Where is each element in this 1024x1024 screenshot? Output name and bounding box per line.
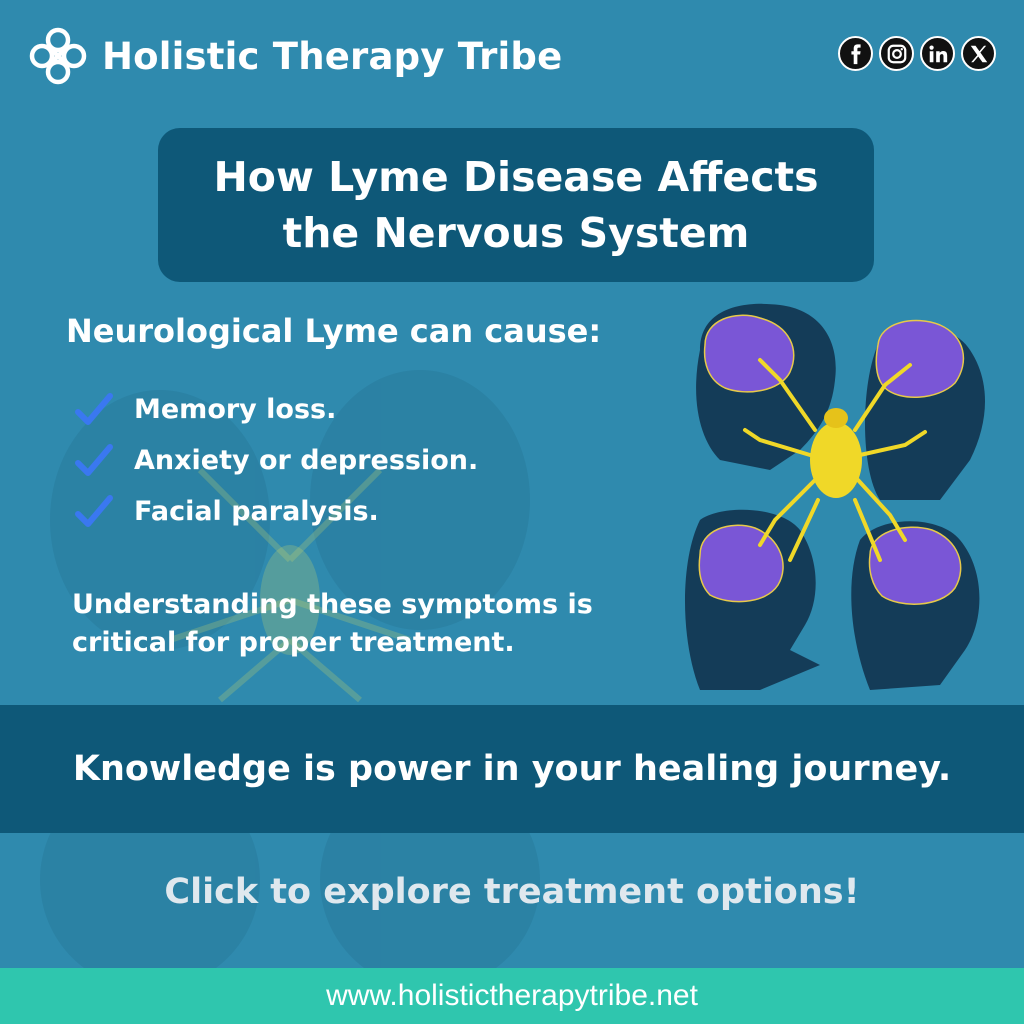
facebook-icon[interactable] [838, 36, 873, 71]
brand-name: Holistic Therapy Tribe [102, 34, 563, 78]
checkmark-icon [75, 494, 113, 527]
understanding-note: Understanding these symptoms is critical… [72, 589, 593, 658]
symptom-text: Facial paralysis. [134, 496, 379, 527]
title-panel: How Lyme Disease Affects the Nervous Sys… [158, 128, 874, 282]
x-icon[interactable] [961, 36, 996, 71]
page-title-line-1: How Lyme Disease Affects [213, 153, 819, 201]
list-item: Anxiety or depression. [74, 435, 478, 486]
intro-heading: Neurological Lyme can cause: [66, 312, 602, 350]
checkmark-icon [75, 443, 113, 476]
website-link[interactable]: www.holistictherapytribe.net [326, 979, 698, 1012]
checkmark-icon [75, 392, 113, 425]
tick-head [824, 408, 848, 428]
brand-header[interactable]: Holistic Therapy Tribe [26, 24, 562, 88]
symptom-list: Memory loss. Anxiety or depression. Faci… [74, 384, 478, 537]
tagline-text: Knowledge is power in your healing journ… [72, 749, 952, 789]
brain [698, 524, 784, 603]
brain [875, 319, 965, 398]
cta-link[interactable]: Click to explore treatment options! [164, 872, 860, 912]
social-links [838, 36, 996, 71]
tick-body [810, 422, 862, 498]
symptom-text: Memory loss. [134, 394, 337, 425]
list-item: Memory loss. [74, 384, 478, 435]
tagline-band: Knowledge is power in your healing journ… [0, 705, 1024, 833]
linkedin-icon[interactable] [920, 36, 955, 71]
instagram-icon[interactable] [879, 36, 914, 71]
symptom-text: Anxiety or depression. [134, 445, 479, 476]
celtic-knot-logo-icon [29, 27, 87, 85]
page-title-line-2: the Nervous System [282, 209, 750, 257]
list-item: Facial paralysis. [74, 486, 478, 537]
footer-bar: www.holistictherapytribe.net [0, 968, 1024, 1024]
brain [868, 526, 962, 605]
